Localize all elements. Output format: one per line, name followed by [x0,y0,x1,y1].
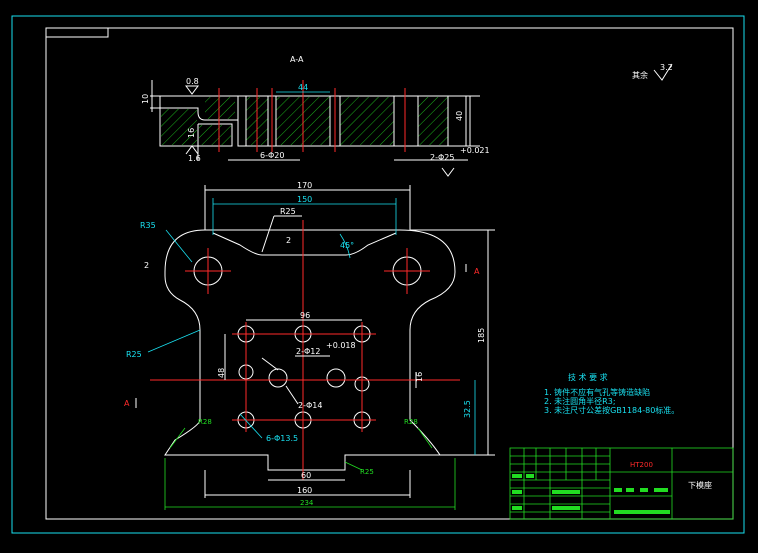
section-title: A-A [290,55,304,64]
dim-96: 96 [300,311,310,320]
dim-v2b: 2 [286,236,291,245]
dim-170: 170 [297,181,312,190]
finish-08: 0.8 [186,77,199,86]
dim-160: 160 [297,486,312,495]
corner-stamp-box [45,27,109,38]
dim-150: 150 [297,195,312,204]
dim-16: 16 [187,128,196,138]
tech-req-item-1: 1. 铸件不应有气孔等铸造缺陷 [544,387,650,397]
dim-r25-left: R25 [126,350,142,359]
dim-angle: 45° [340,241,354,250]
dim-2-d25-tol: +0.021 [460,146,490,155]
dim-16b: 16 [415,372,424,382]
plan-dimensions: 170 150 R25 R35 R25 2 2 45° 96 2-Φ12 +0.… [124,181,495,510]
dim-48: 48 [217,368,226,378]
dim-6-d20: 6-Φ20 [260,151,284,160]
dim-2-d14: 2-Φ14 [298,401,322,410]
dim-32-5: 32.5 [463,400,472,418]
dim-10: 10 [141,94,150,104]
section-marker-left: A [124,399,130,408]
finish-rest-value: 3.2 [660,63,673,72]
dim-r28-right: R28 [404,418,418,426]
outer-frame [11,15,745,534]
dim-44: 44 [298,83,308,92]
plan-view [150,220,460,480]
dim-2-d12: 2-Φ12 [296,347,320,356]
finish-16: 1.6 [188,154,201,163]
dim-r25-bottom: R25 [360,468,374,476]
section-view [159,80,471,152]
dim-v2: 2 [144,261,149,270]
dim-r35: R35 [140,221,156,230]
inner-frame [45,27,734,520]
dim-40: 40 [455,111,464,121]
section-dimensions: 44 10 40 16 6-Φ20 2-Φ25 +0.021 0.8 1.6 [141,77,490,177]
dim-6-d13-5: 6-Φ13.5 [266,434,298,443]
technical-requirements: 技 术 要 求 1. 铸件不应有气孔等铸造缺陷 2. 未注圆角半径R3; 3. … [544,372,679,415]
title-block: HT200 下模座 [509,447,734,520]
dim-r28-left: R28 [198,418,212,426]
section-marker-right: A [474,267,480,276]
material: HT200 [630,461,653,469]
dim-234: 234 [300,499,314,507]
tech-req-title: 技 术 要 求 [568,372,608,382]
tech-req-item-2: 2. 未注圆角半径R3; [544,396,616,406]
finish-rest-symbol [653,63,673,81]
part-name: 下模座 [688,480,712,490]
dim-60: 60 [301,471,311,480]
dim-r25-top: R25 [280,207,296,216]
finish-rest-label: 其余 [632,70,648,80]
dim-2-d12-tol: +0.018 [326,341,356,350]
dim-185: 185 [477,328,486,343]
dim-2-d25: 2-Φ25 [430,153,454,162]
tech-req-item-3: 3. 未注尺寸公差按GB1184-80标准。 [544,405,679,415]
